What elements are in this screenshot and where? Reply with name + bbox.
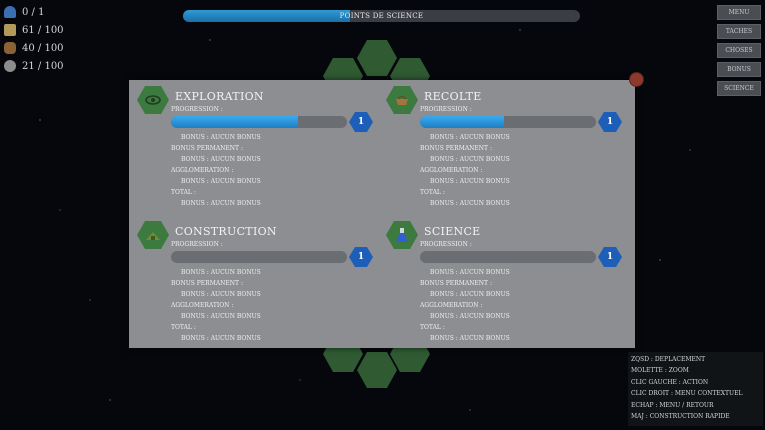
progress-label: PROGRESSION : (420, 241, 472, 248)
agglo-text: BONUS : AUCUN BONUS (430, 313, 510, 320)
total-label: TOTAL : (171, 189, 196, 196)
total-text: BONUS : AUCUN BONUS (430, 200, 510, 207)
total-label: TOTAL : (420, 324, 445, 331)
total-text: BONUS : AUCUN BONUS (430, 335, 510, 342)
total-text: BONUS : AUCUN BONUS (181, 335, 261, 342)
controls-help: ZQSD : DEPLACEMENT MOLETTE : ZOOM CLIC G… (628, 352, 763, 426)
progress-bar (420, 251, 596, 263)
progress-bar (171, 251, 347, 263)
total-text: BONUS : AUCUN BONUS (181, 200, 261, 207)
level-badge[interactable]: 1 (598, 112, 622, 132)
wood-icon (4, 42, 16, 54)
stone-icon (4, 60, 16, 72)
permanent-label: BONUS PERMANENT : (420, 145, 492, 152)
permanent-label: BONUS PERMANENT : (420, 280, 492, 287)
card-construction: CONSTRUCTION PROGRESSION : 1 BONUS : AUC… (129, 215, 374, 343)
resource-wood: 40 / 100 (4, 39, 64, 57)
help-line: ECHAP : MENU / RETOUR (631, 401, 714, 409)
progress-fill (171, 116, 298, 128)
resource-panel: 0 / 1 61 / 100 40 / 100 21 / 100 (4, 3, 64, 75)
close-button[interactable] (629, 72, 644, 87)
flask-icon (386, 221, 418, 249)
help-line: MAJ : CONSTRUCTION RAPIDE (631, 413, 730, 421)
science-button[interactable]: SCIENCE (717, 81, 761, 96)
bonus-text: BONUS : AUCUN BONUS (430, 269, 510, 276)
eye-icon (137, 86, 169, 114)
card-science: SCIENCE PROGRESSION : 1 BONUS : AUCUN BO… (378, 215, 623, 343)
progress-label: PROGRESSION : (171, 241, 223, 248)
card-title: CONSTRUCTION (175, 225, 277, 238)
help-line: CLIC DROIT : MENU CONTEXTUEL (631, 390, 743, 398)
progress-bar (420, 116, 596, 128)
food-icon (4, 24, 16, 36)
population-icon (4, 6, 16, 18)
card-title: RECOLTE (424, 90, 482, 103)
science-points-fill (183, 10, 350, 22)
level-badge[interactable]: 1 (349, 247, 373, 267)
agglo-text: BONUS : AUCUN BONUS (181, 313, 261, 320)
help-line: ZQSD : DEPLACEMENT (631, 356, 706, 363)
map-hex-tile (357, 352, 397, 388)
resource-population: 0 / 1 (4, 3, 64, 21)
level-badge[interactable]: 1 (598, 247, 622, 267)
progress-fill (420, 116, 505, 128)
resource-value: 40 / 100 (22, 42, 64, 54)
agglo-text: BONUS : AUCUN BONUS (181, 178, 261, 185)
science-points-label: POINTS DE SCIENCE (339, 12, 424, 20)
resource-stone: 21 / 100 (4, 57, 64, 75)
help-line: CLIC GAUCHE : ACTION (631, 378, 709, 386)
basket-icon (386, 86, 418, 114)
tasks-button[interactable]: TACHES (717, 24, 761, 39)
bonus-panel: EXPLORATION PROGRESSION : 1 BONUS : AUCU… (129, 80, 635, 348)
level-badge[interactable]: 1 (349, 112, 373, 132)
science-points-bar: POINTS DE SCIENCE (183, 10, 580, 22)
agglo-label: AGGLOMERATION : (171, 302, 234, 309)
permanent-label: BONUS PERMANENT : (171, 280, 243, 287)
agglo-text: BONUS : AUCUN BONUS (430, 178, 510, 185)
progress-bar (171, 116, 347, 128)
card-title: EXPLORATION (175, 90, 264, 103)
total-label: TOTAL : (171, 324, 196, 331)
card-exploration: EXPLORATION PROGRESSION : 1 BONUS : AUCU… (129, 80, 374, 208)
agglo-label: AGGLOMERATION : (420, 167, 483, 174)
card-recolte: RECOLTE PROGRESSION : 1 BONUS : AUCUN BO… (378, 80, 623, 208)
progress-label: PROGRESSION : (171, 106, 223, 113)
bonus-text: BONUS : AUCUN BONUS (181, 269, 261, 276)
resource-value: 0 / 1 (22, 6, 45, 18)
build-icon (137, 221, 169, 249)
help-line: MOLETTE : ZOOM (631, 367, 689, 375)
permanent-label: BONUS PERMANENT : (171, 145, 243, 152)
permanent-text: BONUS : AUCUN BONUS (430, 291, 510, 298)
card-title: SCIENCE (424, 225, 481, 238)
resource-value: 61 / 100 (22, 24, 64, 36)
permanent-text: BONUS : AUCUN BONUS (181, 156, 261, 163)
agglo-label: AGGLOMERATION : (171, 167, 234, 174)
map-hex-tile (357, 40, 397, 76)
permanent-text: BONUS : AUCUN BONUS (181, 291, 261, 298)
things-button[interactable]: CHOSES (717, 43, 761, 58)
total-label: TOTAL : (420, 189, 445, 196)
bonus-button[interactable]: BONUS (717, 62, 761, 77)
bonus-text: BONUS : AUCUN BONUS (181, 134, 261, 141)
menu-button[interactable]: MENU (717, 5, 761, 20)
resource-food: 61 / 100 (4, 21, 64, 39)
agglo-label: AGGLOMERATION : (420, 302, 483, 309)
side-menu: MENU TACHES CHOSES BONUS SCIENCE (717, 5, 761, 100)
bonus-text: BONUS : AUCUN BONUS (430, 134, 510, 141)
progress-label: PROGRESSION : (420, 106, 472, 113)
resource-value: 21 / 100 (22, 60, 64, 72)
permanent-text: BONUS : AUCUN BONUS (430, 156, 510, 163)
